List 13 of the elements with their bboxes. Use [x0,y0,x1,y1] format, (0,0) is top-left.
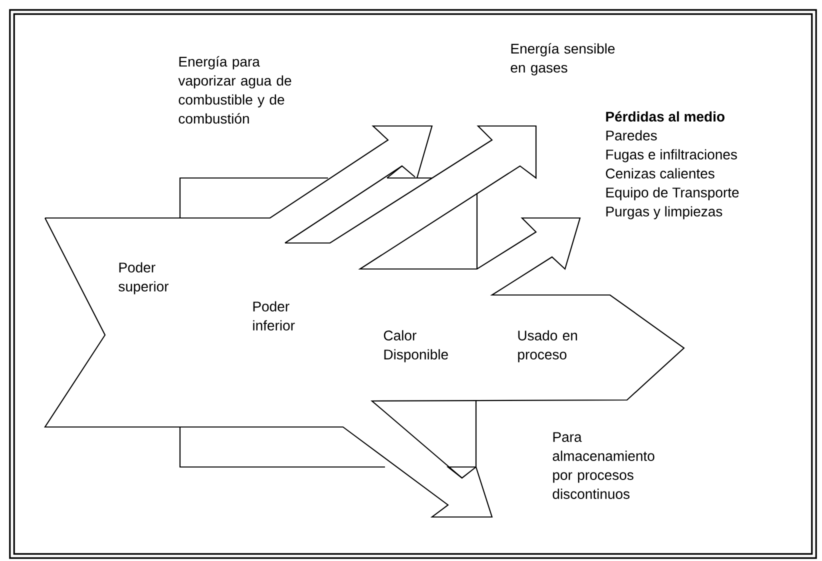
list-item: Purgas y limpiezas [606,206,722,220]
list-item: Equipo de Transporte [606,187,739,200]
list-item: Paredes [606,130,657,140]
list-heading: Pérdidas al medio [606,111,724,122]
flow-label: Para almacenamiento por procesos discontinuos [552,432,654,499]
flow-label: Poder superior [118,262,169,294]
list-item: Cenizas calientes [606,168,714,178]
flow-label: Energía para vaporizar agua de combustible y de combustión [178,56,292,124]
flow-label: Poder inferior [253,301,295,330]
flow-label: Usado en proceso [518,330,577,362]
list-item: Fugas e infiltraciones [606,149,737,162]
flow-label: Energía sensible en gases [510,43,615,76]
flow-label: Calor Disponible [384,330,448,362]
